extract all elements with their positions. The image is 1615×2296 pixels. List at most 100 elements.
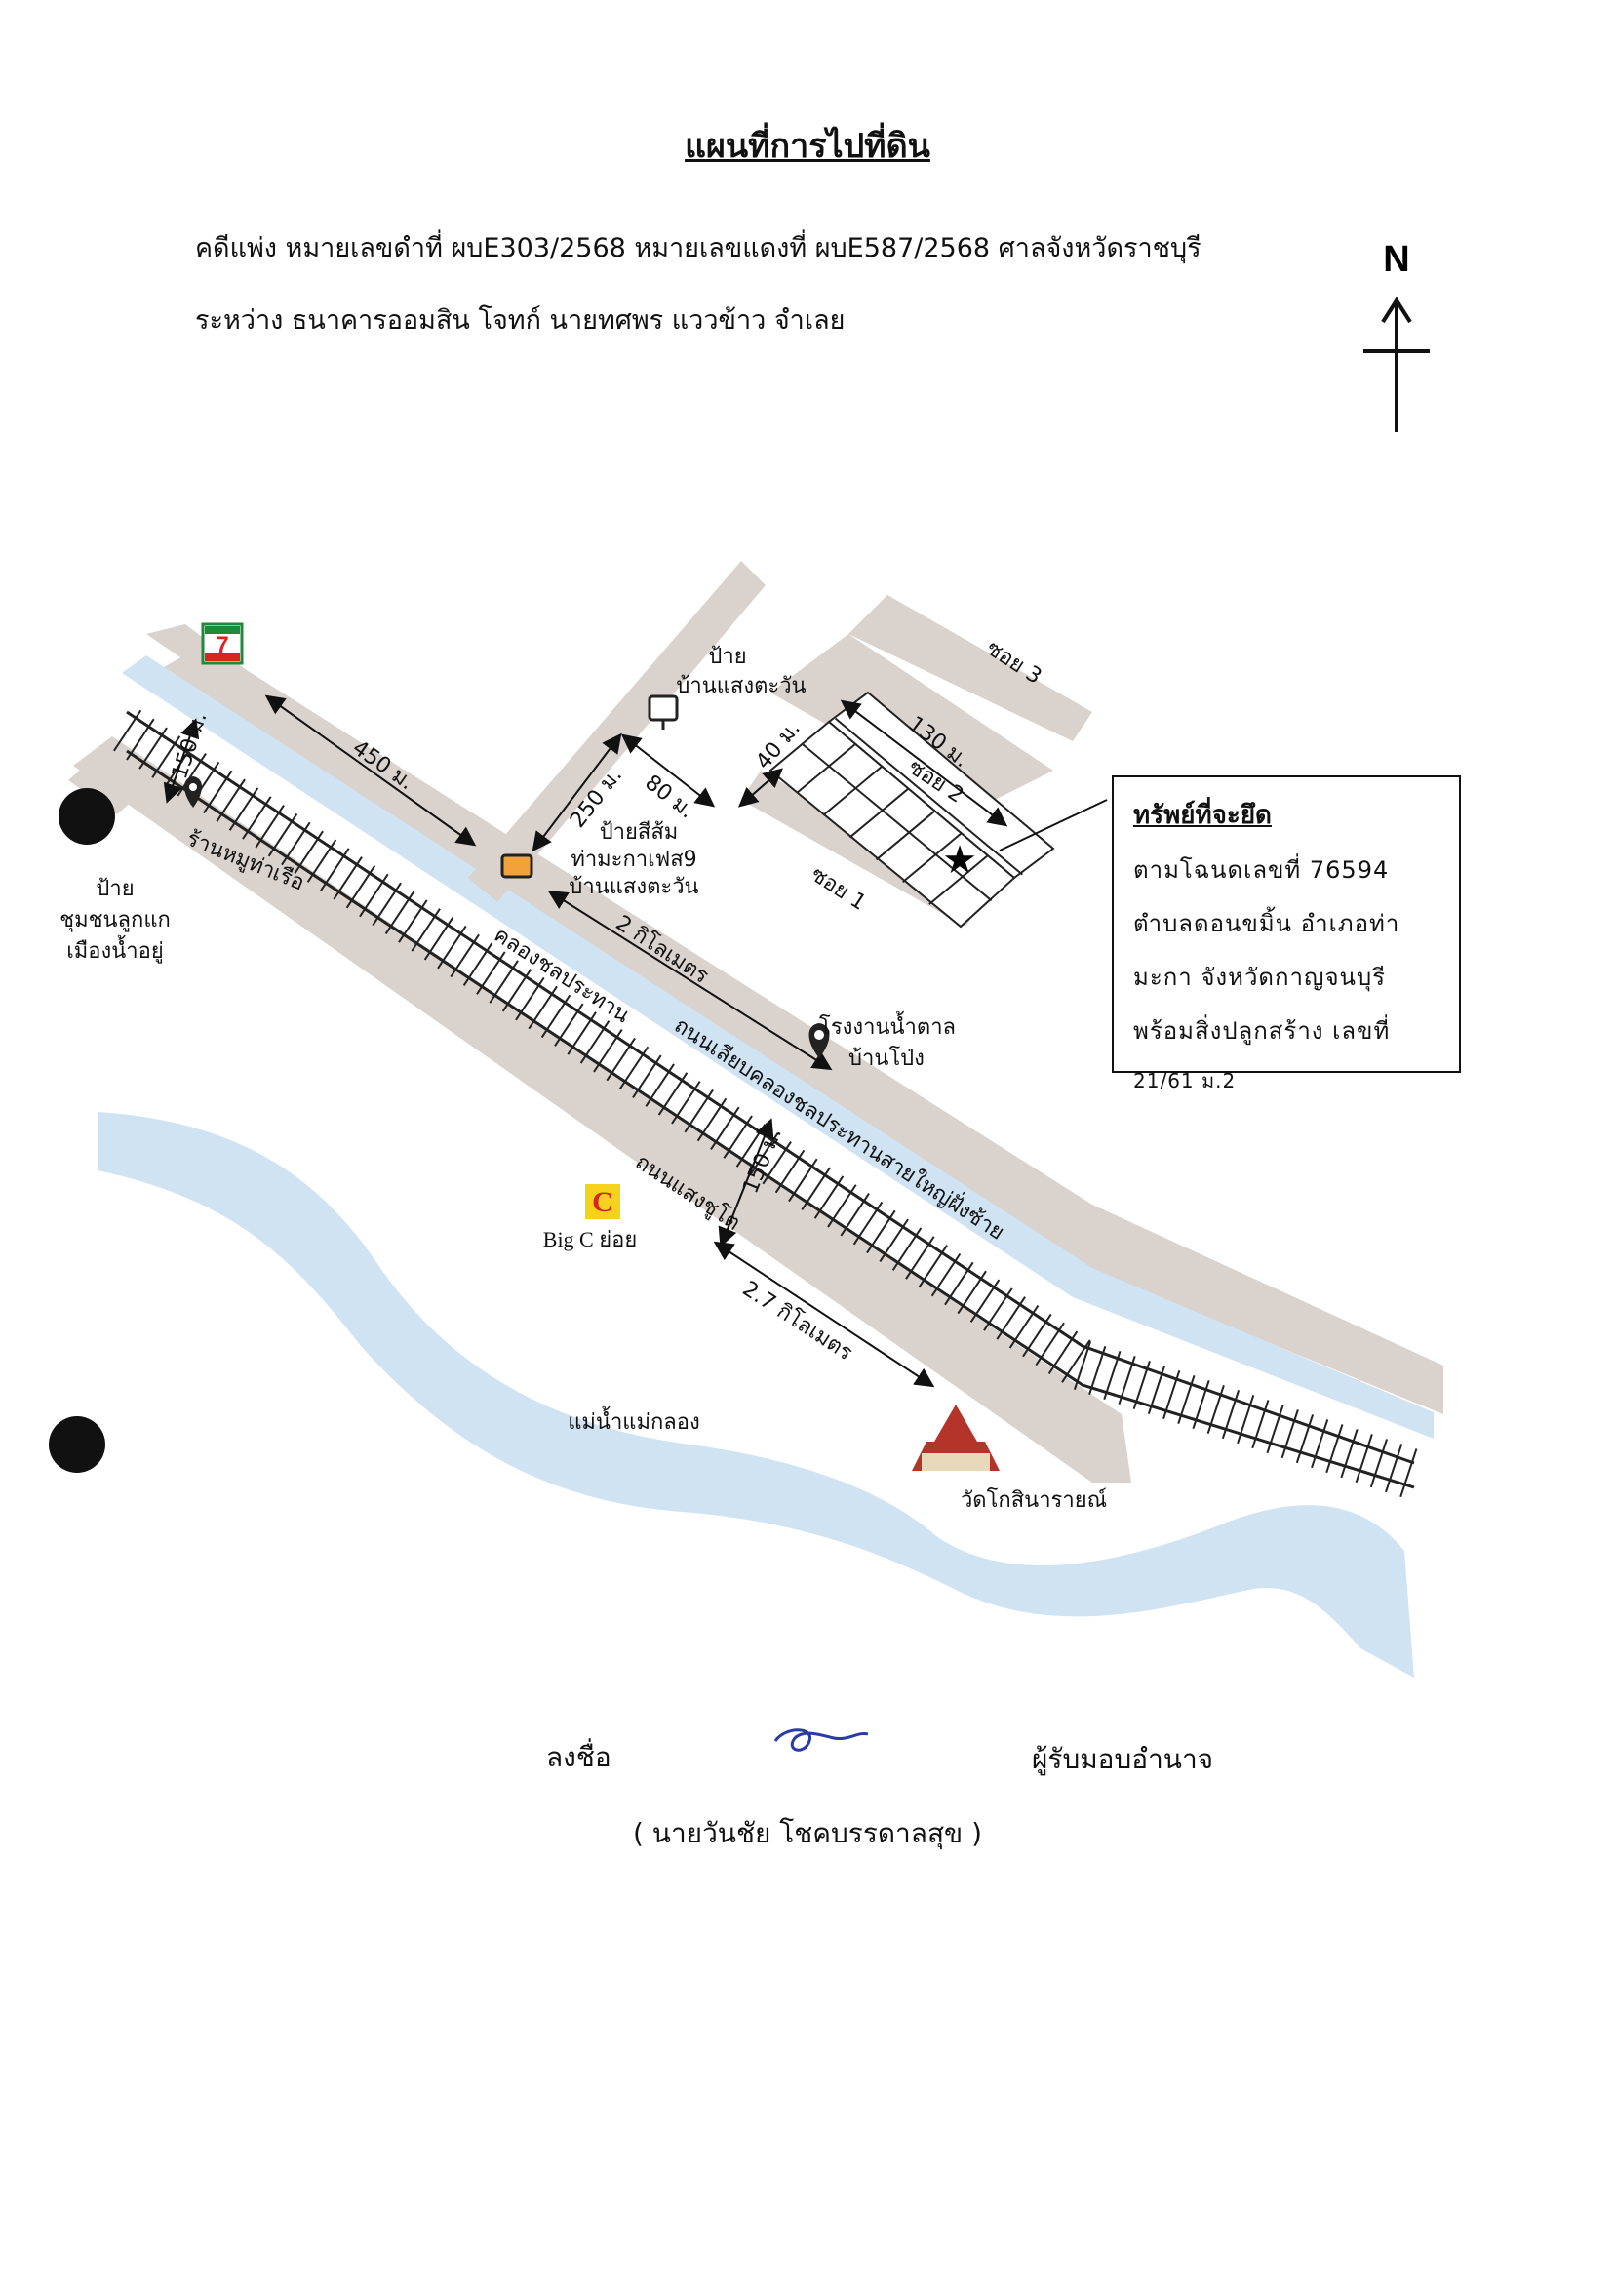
property-box: ทรัพย์ที่จะยึด ตามโฉนดเลขที่ 76594 ตำบลด…: [1112, 775, 1461, 1092]
distance-arrow-40: [737, 768, 784, 808]
svg-text:7: 7: [216, 632, 228, 658]
north-label: N: [1383, 239, 1409, 280]
label-orange-sign-3: บ้านแสงตะวัน: [569, 875, 698, 899]
rail-tie: [930, 1252, 962, 1297]
rail-tie: [1177, 1375, 1196, 1425]
location-pin-icon: [184, 776, 202, 808]
rail-tie: [840, 1193, 870, 1237]
rail-tie: [957, 1270, 987, 1315]
location-pin-icon: [808, 1023, 830, 1058]
rail-tie: [1022, 1313, 1052, 1358]
rail-tie: [801, 1167, 831, 1210]
property-line-4: พร้อมสิ่งปลูกสร้าง เลขที่: [1133, 1017, 1391, 1045]
signature-label: ลงชื่อ: [546, 1741, 611, 1773]
rail-tie: [657, 1072, 689, 1116]
rail-tie: [1311, 1419, 1329, 1469]
rail-tie: [852, 1201, 884, 1246]
rail-tie: [1221, 1390, 1241, 1440]
rail-tie: [320, 848, 350, 891]
rail-tie: [1192, 1380, 1210, 1430]
north-arrow-icon: [1363, 297, 1430, 432]
label-orange-sign-2: ท่ามะกาเฟส9: [571, 848, 696, 872]
river: [98, 1112, 1414, 1678]
rail-tie: [969, 1279, 1001, 1323]
rail-tie: [306, 839, 337, 883]
label-community-sign-1: ป้าย: [96, 877, 134, 901]
rail-tie: [1355, 1434, 1373, 1484]
rail-tie: [138, 727, 168, 771]
label-orange-sign-1: ป้ายสีส้ม: [600, 820, 679, 845]
rail-tie: [696, 1097, 728, 1142]
rail-tie: [1118, 1356, 1136, 1405]
rail-tie: [372, 882, 402, 927]
label-community-sign-3: เมืองน้ำอยู่: [66, 935, 163, 964]
distance-arrow-80: [620, 733, 716, 808]
rail-tie: [813, 1175, 845, 1219]
rail-tie: [515, 976, 545, 1021]
soi-3-road: [848, 595, 1092, 741]
label-soi-1: ซอย 1: [807, 862, 871, 916]
rail-tie: [228, 787, 259, 831]
rail-tie: [1073, 1340, 1092, 1391]
rail-tie: [671, 1081, 701, 1125]
label-temple: วัดโกสินารายณ์: [961, 1487, 1107, 1513]
signature-scribble: [773, 1728, 869, 1752]
rail-tie: [996, 1296, 1026, 1340]
property-line-1: ตามโฉนดเลขที่ 76594: [1133, 856, 1390, 884]
rail-tie: [774, 1149, 806, 1194]
canal: [122, 655, 1434, 1439]
rail-tie: [1206, 1385, 1225, 1435]
rail-tie: [1251, 1400, 1270, 1449]
distance-arrow-130: [840, 699, 1008, 827]
rail-tie: [1132, 1361, 1151, 1410]
rail-tie: [216, 778, 246, 822]
rail-tie: [1340, 1429, 1359, 1479]
rail-tie: [1385, 1444, 1403, 1493]
label-community-sign-2: ชุมชนลูกแก: [59, 908, 171, 932]
rail-tie: [1008, 1305, 1040, 1349]
distance-label-80: 80 ม.: [640, 771, 698, 823]
punch-hole: [59, 788, 115, 845]
rail-tie: [423, 917, 454, 961]
rail-tie: [1162, 1370, 1181, 1420]
rail-tie: [125, 718, 155, 763]
rail-tie: [501, 969, 532, 1012]
rail-tie: [398, 899, 428, 943]
rail-tie: [450, 933, 480, 978]
rail-tie: [1103, 1351, 1122, 1401]
label-sugar-factory-1: โรงงานน้ำตาล: [819, 1011, 956, 1040]
rail-tie: [384, 891, 415, 934]
rail-tie: [462, 942, 493, 987]
property-line-5: 21/61 ม.2: [1133, 1069, 1237, 1092]
label-river: แม่น้ำแม่กลอง: [568, 1406, 700, 1435]
punch-hole: [49, 1416, 105, 1473]
rail-tie: [983, 1287, 1013, 1331]
property-pointer: [999, 799, 1108, 851]
case-line-1: คดีแพ่ง หมายเลขดำที่ ผบE303/2568 หมายเลข…: [195, 233, 1201, 263]
sign-icon: [648, 694, 679, 730]
svg-text:C: C: [592, 1186, 613, 1218]
distance-arrow-150a: [163, 718, 200, 804]
road-left-branch: [68, 746, 156, 814]
plot-line: [902, 832, 963, 884]
rail-tie: [333, 856, 363, 900]
rail-tie: [944, 1261, 974, 1306]
rail-tie: [111, 709, 142, 754]
rail-tie: [827, 1184, 857, 1228]
rail-tie: [684, 1089, 714, 1133]
label-sign-ban-saeng-tawan-1: ป้าย: [708, 645, 746, 669]
distance-arrow-2km: [547, 890, 833, 1071]
rail-tie: [411, 908, 441, 952]
signature-role: ผู้รับมอบอำนาจ: [1032, 1743, 1214, 1775]
rail-tie: [1061, 1339, 1091, 1383]
rail-tie: [645, 1063, 675, 1107]
label-big-c: Big C ย่อย: [543, 1227, 637, 1251]
label-sugar-factory-2: บ้านโป่ง: [848, 1046, 925, 1071]
rail-tie: [1325, 1424, 1344, 1474]
rail-tie: [1399, 1448, 1418, 1498]
rail-tie: [345, 864, 376, 909]
rail-tie: [476, 951, 506, 995]
page-title: แผนที่การไปที่ดิน: [685, 127, 930, 166]
seven-eleven-logo-icon: 7: [201, 622, 244, 665]
rail-tie: [359, 873, 389, 918]
